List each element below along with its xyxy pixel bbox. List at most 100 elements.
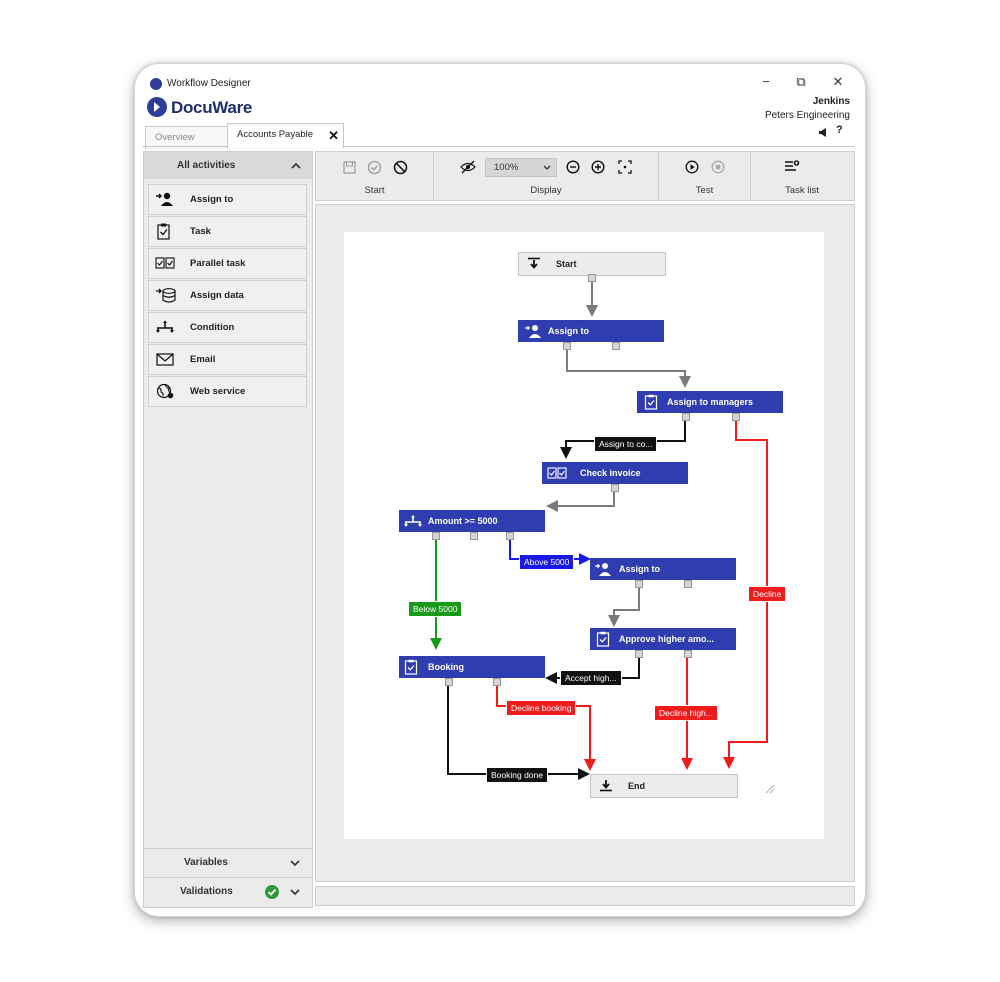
fit-to-screen-icon[interactable] [618,160,632,174]
edge-booking-done[interactable] [447,683,590,780]
display-group: 100% Display [434,152,659,200]
user-name: Jenkins [812,96,850,107]
variables-label: Variables [184,857,228,868]
window-title: Workflow Designer [167,78,251,89]
activities-header[interactable]: All activities [144,152,312,179]
announcement-icon[interactable] [818,125,829,143]
edge-label-decline-high[interactable]: Decline high... [654,705,718,721]
edge-check-amount[interactable] [546,489,615,512]
activity-condition[interactable]: Condition [148,312,307,343]
save-icon[interactable] [343,161,356,174]
minimize-button[interactable]: − [762,74,770,89]
condition-icon [156,320,174,333]
node-port[interactable] [612,342,620,350]
start-group: Start [316,152,434,200]
activity-web-service[interactable]: Web service [148,376,307,407]
node-amount-condition[interactable]: Amount >= 5000 [399,510,545,532]
activity-parallel-task[interactable]: Parallel task [148,248,307,279]
node-assign-to[interactable]: Assign to [518,320,664,342]
node-booking[interactable]: Booking [399,656,545,678]
activity-email[interactable]: Email [148,344,307,375]
app-logo-icon [150,78,162,90]
edge-label-above-5000[interactable]: Above 5000 [519,554,575,570]
activity-label: Task [190,226,211,237]
zoom-select[interactable]: 100% [485,158,557,177]
activity-task[interactable]: Task [148,216,307,247]
zoom-in-icon[interactable] [591,160,605,174]
edge-label-assign-to-co[interactable]: Assign to co... [594,436,658,452]
validations-label: Validations [180,886,233,897]
tab-label: Accounts Payable [237,129,314,140]
node-port[interactable] [432,532,440,540]
node-label: Assign to [619,564,661,574]
user-company: Peters Engineering [764,110,850,121]
restore-button[interactable]: ⧉ [796,74,806,89]
resize-grip[interactable] [765,784,775,794]
edge-assign-managers[interactable] [566,347,691,388]
hide-eye-icon[interactable] [460,160,476,174]
activity-assign-to[interactable]: Assign to [148,184,307,215]
node-label: Start [556,259,577,269]
workflow-canvas[interactable]: Start Assign to Assign to managers Check… [344,232,824,839]
node-port[interactable] [493,678,501,686]
validate-check-icon[interactable] [367,160,382,175]
cancel-icon[interactable] [393,160,408,175]
close-tab-icon[interactable]: ✕ [328,128,339,143]
validations-section[interactable]: Validations [144,877,312,906]
variables-section[interactable]: Variables [144,848,312,877]
node-port[interactable] [732,413,740,421]
globe-icon [156,383,174,399]
close-window-button[interactable]: ✕ [832,74,844,89]
edge-label-decline[interactable]: Decline [748,586,787,602]
envelope-icon [156,353,174,366]
help-icon[interactable]: ? [836,124,843,136]
clipboard-check-icon [596,631,610,647]
node-assign-to-2[interactable]: Assign to [590,558,736,580]
toolbar-ribbon: Start 100% Display Test Task list [315,151,855,201]
activity-label: Assign data [190,290,244,301]
node-port[interactable] [684,650,692,658]
node-assign-to-managers[interactable]: Assign to managers [637,391,783,413]
tab-accounts-payable[interactable]: Accounts Payable ✕ [227,123,344,148]
task-list-group-label: Task list [785,185,819,196]
edge-assign-approve[interactable] [608,585,640,627]
node-label: Assign to managers [667,397,754,407]
edge-label-booking-done[interactable]: Booking done [486,767,548,783]
start-arrow-icon [528,257,540,269]
zoom-out-icon[interactable] [566,160,580,174]
node-label: Booking [428,662,464,672]
node-start[interactable]: Start [518,252,666,276]
activity-assign-data[interactable]: Assign data [148,280,307,311]
stop-icon[interactable] [711,160,725,174]
display-group-label: Display [530,185,562,196]
node-port[interactable] [563,342,571,350]
node-port[interactable] [470,532,478,540]
node-port[interactable] [635,650,643,658]
chevron-down-icon[interactable] [290,860,300,867]
node-label: Amount >= 5000 [428,516,498,526]
play-icon[interactable] [685,160,699,174]
node-port[interactable] [682,413,690,421]
edge-label-accept-high[interactable]: Accept high... [560,670,622,686]
assign-user-icon [525,325,541,338]
node-port[interactable] [611,484,619,492]
parallel-task-icon [155,257,175,269]
node-end[interactable]: End [590,774,738,798]
edge-label-below-5000[interactable]: Below 5000 [408,601,463,617]
app-window: Workflow Designer DocuWare − ⧉ ✕ Jenkins… [135,64,865,916]
task-list-icon[interactable] [784,159,800,173]
node-port[interactable] [588,274,596,282]
node-port[interactable] [635,580,643,588]
clipboard-check-icon [157,223,170,240]
node-port[interactable] [445,678,453,686]
test-group-label: Test [695,185,714,196]
zoom-value: 100% [494,162,519,173]
node-port[interactable] [684,580,692,588]
node-port[interactable] [506,532,514,540]
node-check-invoice[interactable]: Check invoice [542,462,688,484]
chevron-down-icon[interactable] [290,889,300,896]
edge-label-decline-booking[interactable]: Decline booking [506,700,577,716]
node-approve-higher-amount[interactable]: Approve higher amo... [590,628,736,650]
chevron-up-icon[interactable] [291,162,301,169]
edge-decline-booking[interactable] [496,683,596,771]
